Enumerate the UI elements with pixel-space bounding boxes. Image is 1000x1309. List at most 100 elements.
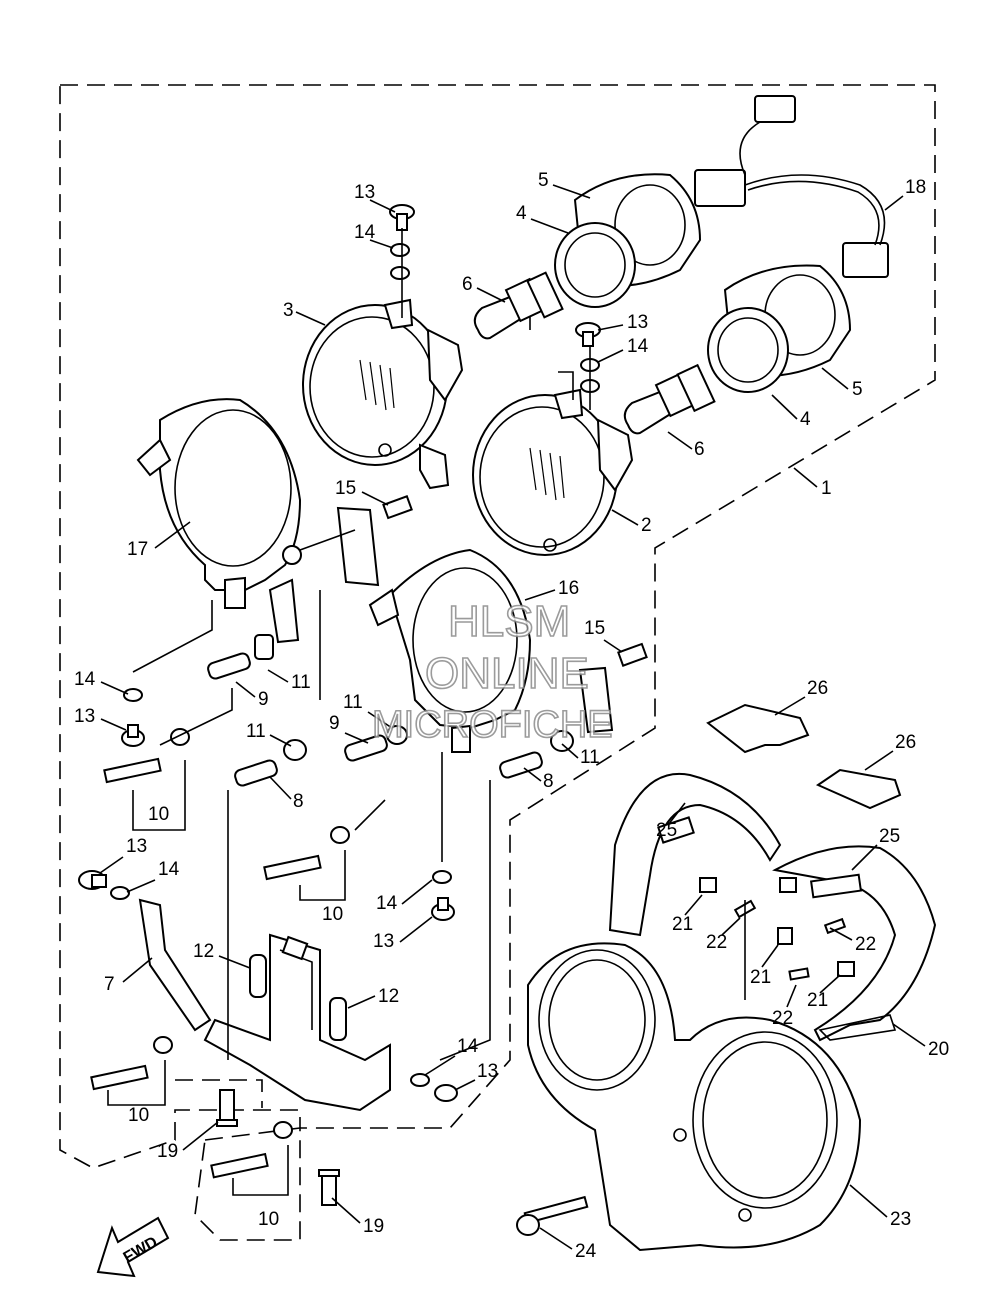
callout-leader-c20 [892,1023,926,1047]
callout-leader-c6b [667,431,693,450]
callout-label-c11c: 11 [343,692,363,713]
callout-leader-c19a [182,1121,219,1151]
screw-13-mid [575,322,601,347]
callout-leader-c11a [267,669,289,683]
damper-11-a [254,634,274,660]
clips-21-screws-22 [699,877,855,1000]
callout-label-c23: 23 [890,1209,911,1230]
bolt-15-upper [382,495,413,520]
screw-13-lower-right [434,1084,458,1102]
bolt-10-19-subgroup-boundary [175,1079,263,1108]
callout-leader-c13c [100,718,127,731]
screw-13-top [389,204,415,231]
bolt-10-19-lower-boundary [194,1127,301,1241]
callout-leader-c26b [864,750,894,771]
fasteners [78,204,648,1102]
damper-11-b [283,739,307,761]
callout-label-c4b: 4 [800,409,811,430]
callout-label-c10b: 10 [322,904,343,925]
damper-11-c [386,725,408,745]
callout-leader-c9b [344,732,369,744]
plate-26-a [706,703,810,754]
callout-leader-c4b [771,394,798,420]
callout-leader-c11d [561,743,579,759]
callout-labels: 1314354618131454612151716152626141391111… [74,170,949,1262]
springs [207,652,543,1041]
clip-21-b [777,927,793,945]
callout-leader-c5b [821,367,849,390]
ring-4-upper [554,222,636,308]
bolt-10-b [263,826,350,901]
lower-bracket [203,933,391,1112]
meter-cover-23 [527,942,862,1252]
callout-label-c21c: 21 [807,990,828,1011]
callout-leader-c12b [347,995,376,1009]
callout-leader-c7 [122,957,153,983]
washer-14-lower-left [110,886,130,900]
callout-label-c5a: 5 [538,170,549,191]
screw-22-c [788,967,810,981]
dampers-11 [254,634,574,761]
washer-14-top-b [390,266,410,280]
callout-label-c13e: 13 [373,931,394,952]
callout-label-c16: 16 [558,578,579,599]
callout-leader-c4a [530,218,569,234]
bulb-6-lower [623,363,716,435]
callout-leader-c14b [597,349,624,363]
callout-label-c13b: 13 [627,312,648,333]
bolt-24 [516,1195,589,1236]
callout-label-c13d: 13 [126,836,147,857]
callout-leader-c6a [476,287,506,303]
damper-11-d [550,730,574,752]
callout-leader-c15b [603,639,623,653]
clip-21-c [837,961,855,977]
callout-leader-c8a [269,776,292,800]
callout-leader-c26a [774,696,806,716]
callout-leader-c11b [269,734,292,747]
callout-leader-c5a [552,184,591,199]
callout-label-c9b: 9 [329,713,340,734]
watermark-line-2: ONLINE [425,649,589,698]
callout-label-c5b: 5 [852,379,863,400]
washer-14-center [432,870,452,884]
callout-label-c13a: 13 [354,182,375,203]
callout-leader-c14f [424,1055,456,1076]
bolt-10-c [90,1036,173,1106]
fwd-arrow: FWD [96,1216,170,1278]
bolt-19-a [216,1089,238,1127]
callout-leader-c13b [597,324,624,331]
callout-leader-c14c [100,681,129,695]
washer-14-lower-right [410,1073,430,1087]
callout-label-c14b: 14 [627,336,649,357]
callout-leader-c13d [99,856,124,874]
callout-label-c19b: 19 [363,1216,384,1237]
callout-leader-c21a [684,894,703,916]
callout-label-c25b: 25 [879,826,900,847]
callout-label-c7: 7 [104,974,115,995]
callout-label-c17: 17 [127,539,148,560]
callout-leader-c22a [721,917,741,936]
stay-7 [138,898,212,1032]
panel-25-left [608,772,782,937]
callout-leader-c21c [819,974,841,994]
callout-label-c10c: 10 [128,1105,149,1126]
callout-label-c18: 18 [905,177,926,198]
washer-14-top-a [390,243,410,257]
screw-22-b [823,917,847,935]
callout-label-c11d: 11 [580,747,600,768]
callout-leader-c22b [829,927,853,941]
clip-21-d [779,877,797,893]
callout-label-c3: 3 [283,300,294,321]
callout-leader-c18 [884,195,904,211]
screw-13-left [121,724,145,747]
callout-label-c10a: 10 [148,804,169,825]
callout-leader-c19b [331,1197,361,1224]
screw-13-center [431,897,455,921]
callout-label-c24: 24 [575,1241,597,1262]
callout-leader-c12a [218,955,251,969]
spring-8-right [499,751,543,779]
callout-label-c22b: 22 [855,934,876,955]
callout-label-c13c: 13 [74,706,95,727]
bracket-16 [368,548,614,753]
callout-label-c6a: 6 [462,274,473,295]
